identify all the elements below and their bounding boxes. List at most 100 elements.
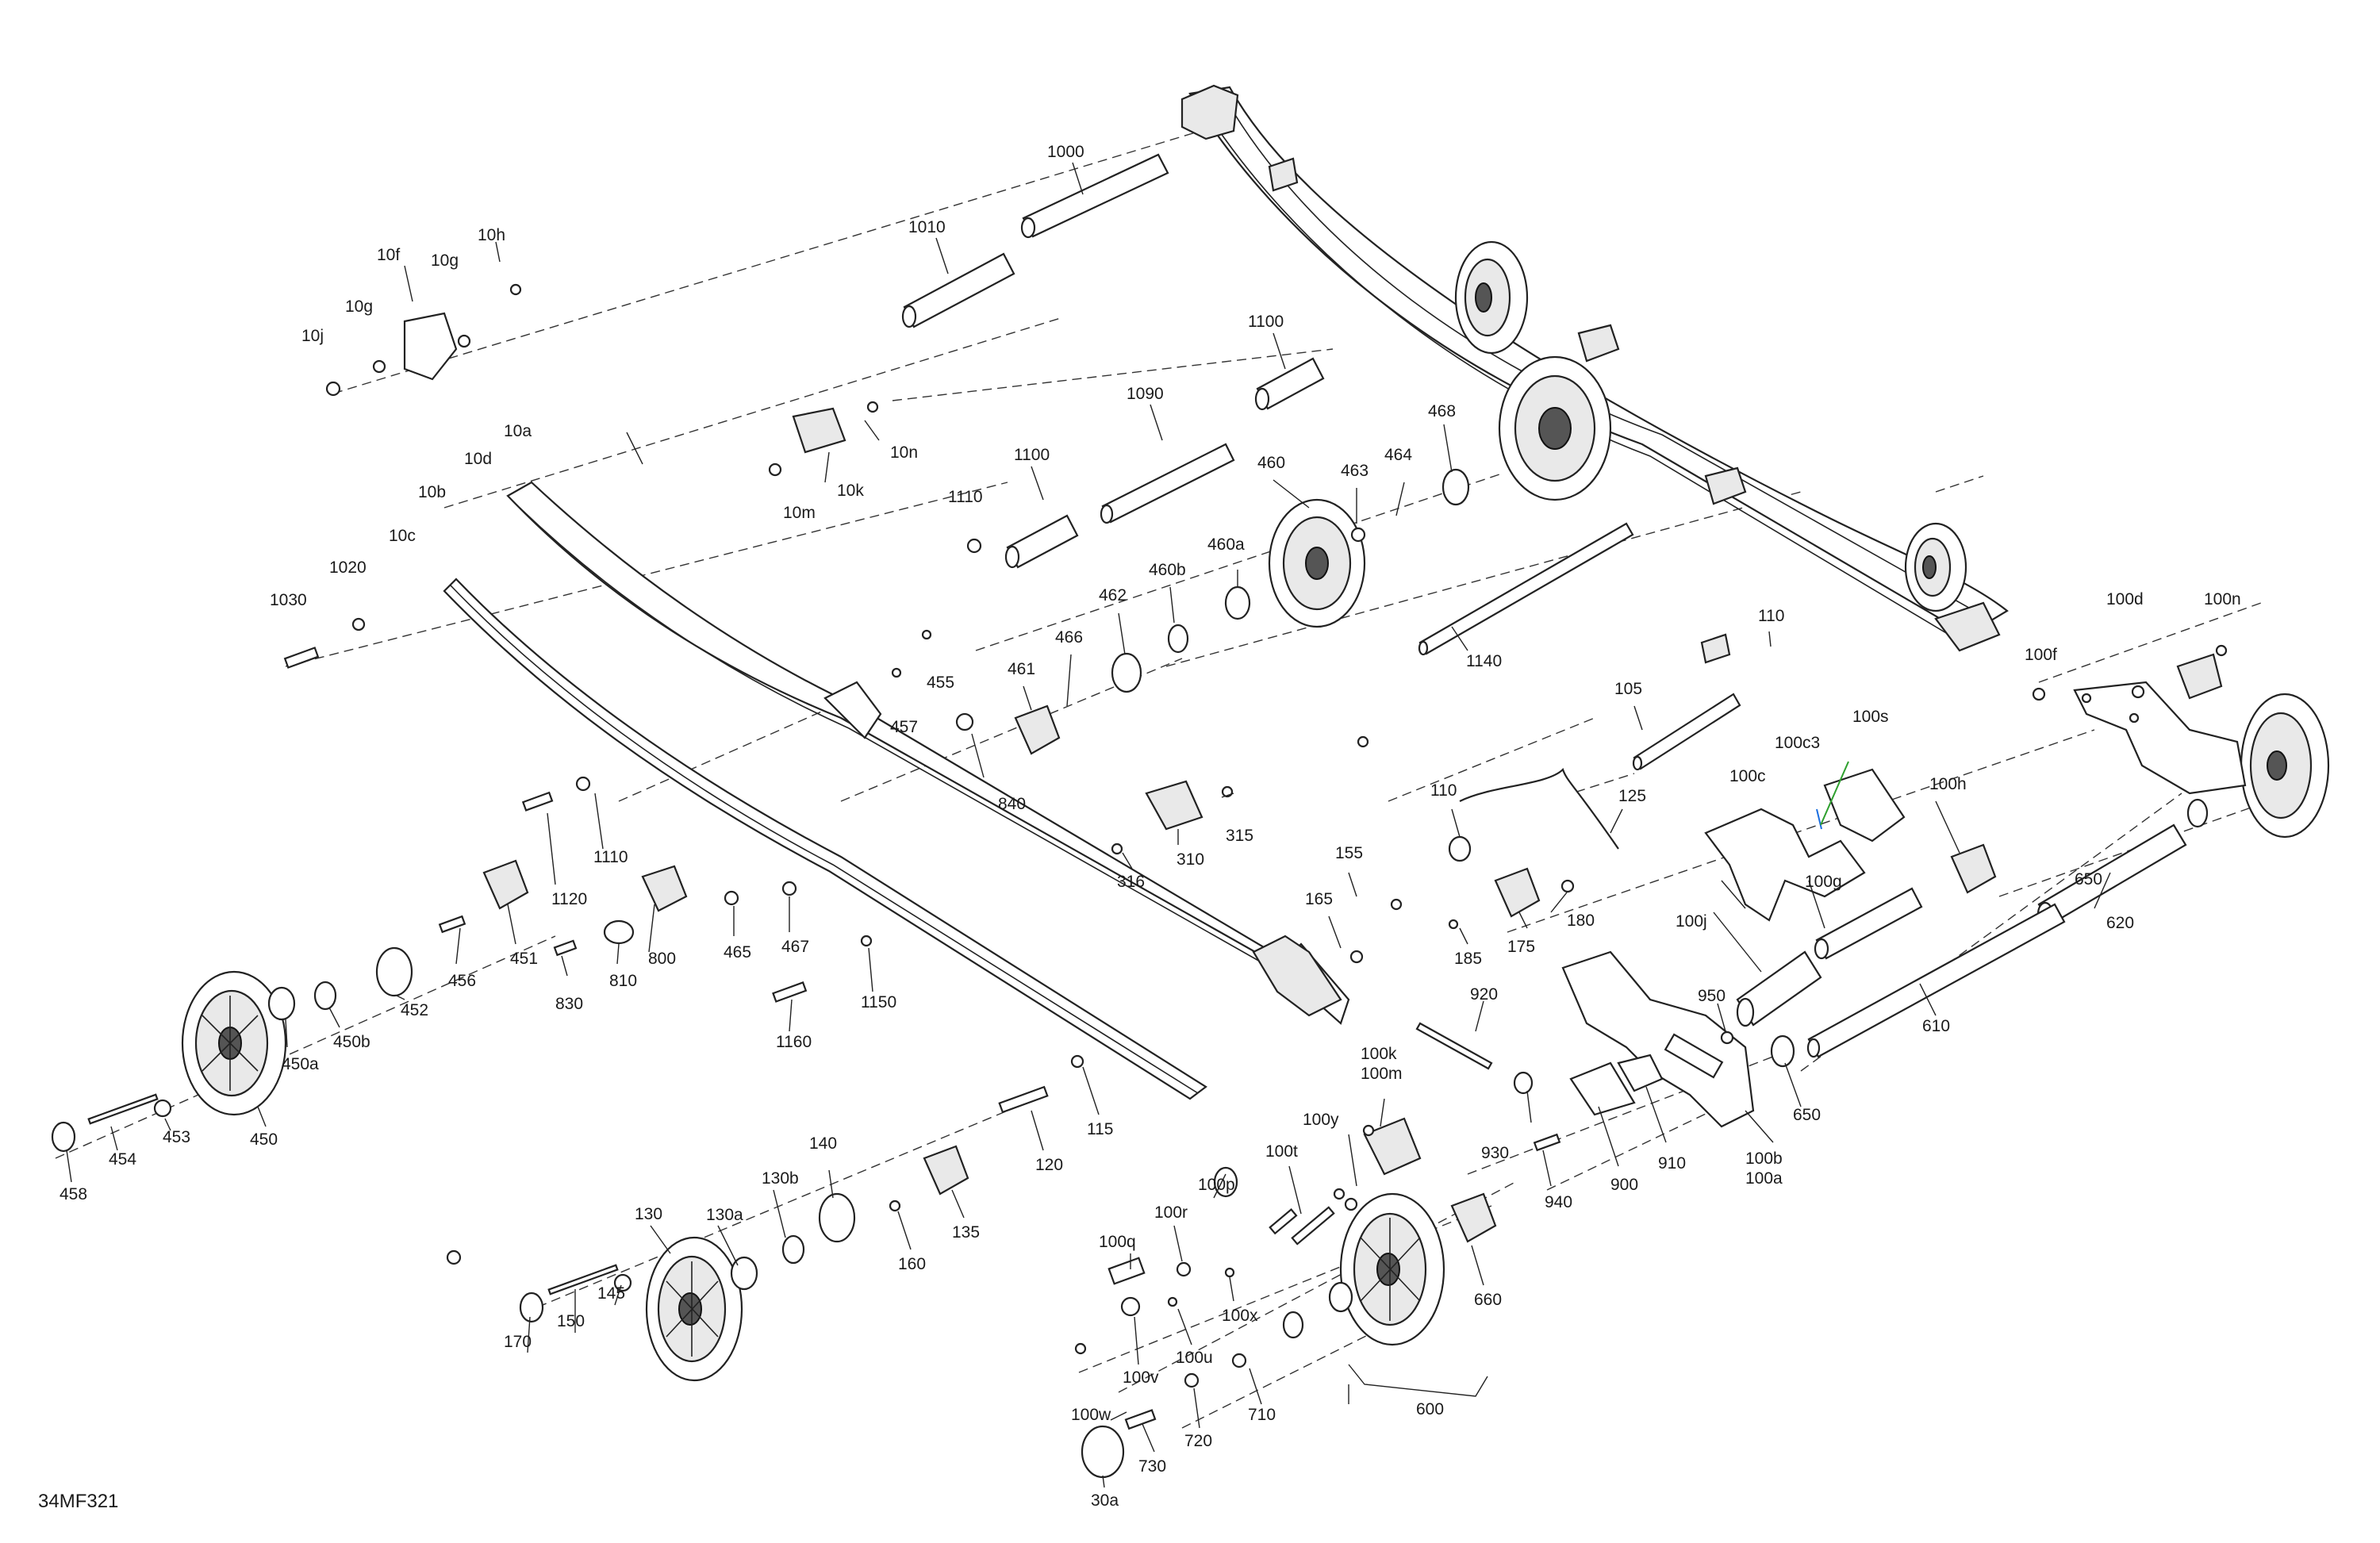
ring-710 [1282, 1311, 1304, 1339]
ring-450b [313, 981, 337, 1011]
callout-line-100c3 [1816, 808, 1822, 830]
callout-100j: 100j [1676, 912, 1707, 931]
lever-910 [1617, 1054, 1664, 1092]
callout-1150: 1150 [861, 993, 896, 1011]
callout-165: 165 [1305, 890, 1333, 908]
callout-135: 135 [952, 1223, 980, 1242]
bracket-100b [1561, 950, 1755, 1128]
block-135 [923, 1145, 969, 1196]
callout-100f: 100f [2025, 646, 2057, 664]
rear-idler-wheel-upper [1454, 240, 1529, 355]
callout-464: 464 [1384, 446, 1412, 464]
callout-453: 453 [163, 1128, 190, 1146]
shaft-100j [1736, 950, 1822, 1027]
callout-160: 160 [898, 1255, 926, 1273]
callout-1110: 1110 [593, 848, 628, 866]
callout-100n: 100n [2204, 590, 2241, 608]
callout-30a: 30a [1091, 1491, 1119, 1510]
callout-315: 315 [1226, 827, 1253, 845]
callout-1120: 1120 [551, 890, 587, 908]
callout-463: 463 [1341, 462, 1368, 480]
callout-660: 660 [1474, 1291, 1502, 1309]
bearing-600 [1328, 1281, 1353, 1313]
callout-100r: 100r [1154, 1203, 1188, 1222]
bracket-100c [1704, 768, 1906, 922]
callout-465: 465 [724, 943, 751, 961]
washer-650-lower [1770, 1034, 1795, 1068]
callout-460: 460 [1257, 454, 1285, 472]
callout-100q: 100q [1099, 1233, 1136, 1251]
block-175 [1494, 867, 1541, 918]
callout-920: 920 [1470, 985, 1498, 1004]
callout-610: 610 [1922, 1017, 1950, 1035]
callout-100v: 100v [1123, 1368, 1159, 1387]
cap-10f [403, 312, 458, 381]
callout-185: 185 [1454, 950, 1482, 968]
callout-130b: 130b [762, 1169, 799, 1188]
callout-451: 451 [510, 950, 538, 968]
wheel-450 [181, 970, 287, 1116]
callout-458: 458 [60, 1185, 87, 1203]
callout-600: 600 [1416, 1400, 1444, 1418]
callout-125: 125 [1618, 787, 1646, 805]
callout-100b: 100b [1745, 1150, 1783, 1168]
wheel-100h-assembly [2240, 693, 2330, 839]
ring-130b [781, 1234, 805, 1265]
fasteners [87, 283, 2228, 1430]
callout-100m: 100m [1361, 1065, 1403, 1083]
callout-710: 710 [1248, 1406, 1276, 1424]
callout-10d: 10d [464, 450, 492, 468]
callout-10g: 10g [345, 297, 373, 316]
callout-830: 830 [555, 995, 583, 1013]
callout-1000: 1000 [1047, 143, 1084, 161]
callout-10f: 10f [377, 246, 400, 264]
callout-110-top: 110 [1758, 607, 1784, 625]
bushing-110 [1700, 633, 1731, 664]
callout-800: 800 [648, 950, 676, 968]
callout-930: 930 [1481, 1144, 1509, 1162]
callout-316: 316 [1117, 873, 1145, 891]
callout-145: 145 [597, 1284, 625, 1303]
bushing-100p [1213, 1166, 1238, 1198]
rear-idler-wheel-lower [1904, 522, 1967, 612]
callout-100k: 100k [1361, 1045, 1397, 1063]
shaft-1010 [901, 252, 1015, 328]
bearing-130a [730, 1256, 758, 1291]
pin-920 [1415, 1022, 1493, 1070]
wheel-460 [1268, 498, 1366, 628]
shaft-1140 [1418, 522, 1634, 656]
bracket-461 [1014, 704, 1061, 755]
cap-100h [1950, 843, 1997, 894]
callout-100h: 100h [1929, 775, 1967, 793]
small-parts [51, 312, 2223, 1479]
callout-650-top: 650 [2075, 870, 2102, 889]
callout-100x: 100x [1222, 1307, 1258, 1325]
callout-105: 105 [1614, 680, 1642, 698]
shaft-1000 [1020, 153, 1169, 239]
ring-460b [1167, 624, 1189, 654]
brackets [1561, 681, 2247, 1128]
callout-450a: 450a [282, 1055, 319, 1073]
bushing-810 [603, 919, 635, 945]
front-slide-rail [443, 481, 1350, 1100]
shaft-1100-upper [1254, 357, 1325, 411]
callout-100s: 100s [1852, 708, 1889, 726]
callout-130a: 130a [706, 1206, 743, 1224]
callout-454: 454 [109, 1150, 136, 1169]
callout-110: 110 [1430, 781, 1457, 800]
stopper-100k [1363, 1117, 1422, 1176]
spring-125 [1459, 767, 1619, 850]
callout-100y: 100y [1303, 1111, 1339, 1129]
callout-460b: 460b [1149, 561, 1186, 579]
callout-1160: 1160 [776, 1033, 812, 1051]
callout-1090: 1090 [1127, 385, 1164, 403]
shaft-100g [1814, 887, 1923, 960]
shaft-610 [1806, 903, 2066, 1058]
callout-650: 650 [1793, 1106, 1821, 1124]
callout-100p: 100p [1198, 1176, 1235, 1194]
callout-150: 150 [557, 1312, 585, 1330]
callout-455: 455 [927, 674, 954, 692]
lever-900 [1569, 1061, 1636, 1116]
callout-462: 462 [1099, 586, 1127, 605]
